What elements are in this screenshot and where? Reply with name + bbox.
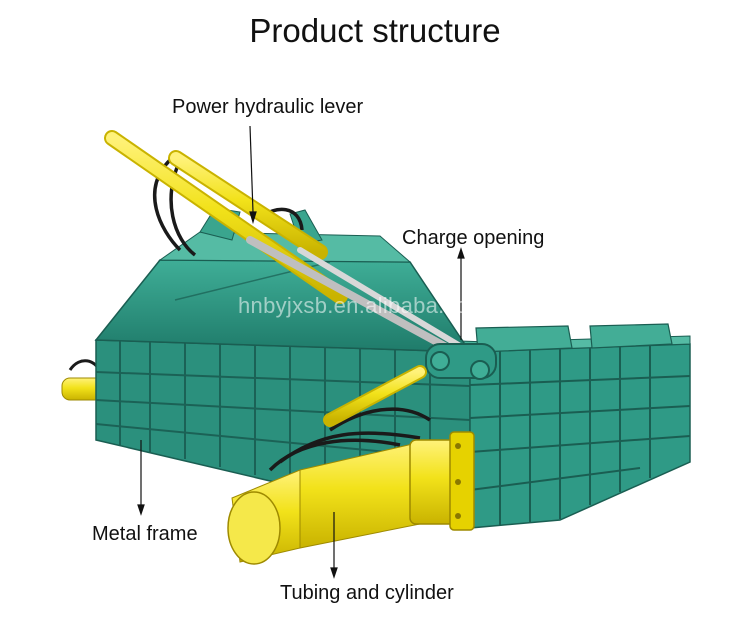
label-power-hydraulic-lever: Power hydraulic lever <box>172 96 364 118</box>
callout-lines <box>137 125 465 579</box>
charge-chamber <box>469 323 691 529</box>
watermark-text: hnbyjxsb.en.alibaba.com <box>238 293 488 318</box>
pivot-hinge <box>425 343 497 380</box>
label-tubing-and-cylinder: Tubing and cylinder <box>280 582 454 604</box>
diagram-title: Product structure <box>249 12 501 49</box>
hydraulic-hoses <box>152 155 431 472</box>
label-metal-frame: Metal frame <box>92 523 198 545</box>
label-charge-opening: Charge opening <box>402 227 545 249</box>
main-tubing-cylinder <box>227 431 475 565</box>
hydraulic-levers <box>104 130 474 364</box>
side-push-cylinder <box>323 365 427 427</box>
